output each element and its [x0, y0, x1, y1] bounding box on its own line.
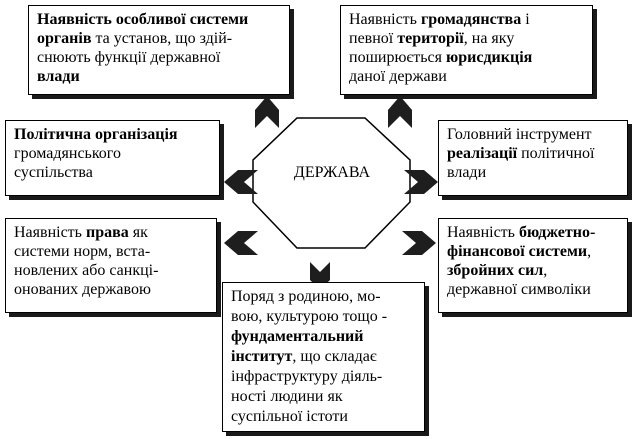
box-line: Наявність особливої системи [37, 10, 281, 29]
box-line: Політична організація [14, 125, 211, 144]
text-run: політичної [517, 145, 595, 162]
arrow-left-upper-icon [224, 170, 258, 194]
text-run: , що складає [292, 348, 377, 365]
text-run: Наявність [349, 11, 421, 28]
box-line: онованих державою [14, 280, 208, 299]
box-line: снюють функції державної [37, 48, 281, 67]
text-run: державної символіки [447, 281, 591, 298]
text-run: громадянства [420, 11, 522, 28]
box-line: влади [37, 67, 281, 86]
box-line: системи норм, вста- [14, 242, 208, 261]
text-run: системи [189, 11, 249, 28]
box-line: Головний інструмент [447, 125, 619, 144]
box-line: Наявність бюджетно- [447, 223, 619, 242]
box-line: збройних сил, [447, 261, 619, 280]
arrow-up-left-icon [255, 96, 279, 128]
box-line: суспільства [14, 163, 211, 182]
text-run: влади [447, 164, 487, 181]
text-run: вою, культурою тощо - [231, 308, 388, 325]
box-line: поширюється юрисдикція [349, 48, 584, 67]
box-line: Наявність права як [14, 223, 208, 242]
box-line: певної території, на яку [349, 29, 584, 48]
box-line: вою, культурою тощо - [231, 307, 416, 327]
text-run: Наявність [447, 224, 519, 241]
text-run: і [521, 11, 530, 28]
text-run: Політична організація [14, 126, 178, 143]
box-line: інститут, що складає [231, 347, 416, 367]
text-run: системи норм, вста- [14, 243, 151, 260]
arrow-up-right-icon [388, 96, 412, 128]
text-run: громадянського [14, 145, 121, 162]
box-line: фінансової системи, [447, 242, 619, 261]
text-run: органів [37, 30, 92, 47]
text-run: , [587, 243, 592, 260]
text-run: збройних сил [447, 262, 544, 279]
text-run: інфраструктуру діяль- [231, 368, 383, 385]
text-run: влади [37, 68, 80, 85]
text-run: суспільної істоти [231, 408, 348, 425]
box-line: органів та установ, що здій- [37, 29, 281, 48]
box-line: державної символіки [447, 280, 619, 299]
box-line: громадянського [14, 144, 211, 163]
box-line: Наявність громадянства і [349, 10, 584, 29]
text-run: даної держави [349, 68, 447, 85]
text-run: права [85, 224, 129, 241]
box-line: реалізації політичної [447, 144, 619, 163]
box-line: даної держави [349, 67, 584, 86]
text-run: суспільства [14, 164, 93, 181]
text-run: та установ, що здій- [91, 30, 233, 47]
text-run: Наявність особливої [37, 11, 190, 28]
arrow-right-upper-icon [404, 170, 438, 194]
box-line: інфраструктуру діяль- [231, 367, 416, 387]
center-label: ДЕРЖАВА [293, 164, 371, 181]
text-run: бюджетно- [518, 224, 596, 241]
box-line: Поряд з родиною, мо- [231, 287, 416, 307]
text-run: фінансової системи [447, 243, 588, 260]
text-run: снюють функції державної [37, 49, 221, 66]
text-run: території [397, 30, 464, 47]
arrow-right-lower-icon [402, 231, 436, 255]
box-line: влади [447, 163, 619, 182]
text-run: , на яку [463, 30, 515, 47]
text-run: інститут [231, 348, 293, 365]
text-run: ності людини як [231, 388, 343, 405]
text-run: юрисдикція [446, 49, 533, 66]
text-run: поширюється [349, 49, 447, 66]
text-run: реалізації [447, 145, 518, 162]
box-fundamental-institute: Поряд з родиною, мо-вою, культурою тощо … [222, 282, 425, 432]
text-run: Наявність [14, 224, 86, 241]
box-line: суспільної істоти [231, 407, 416, 427]
box-political-organization: Політична організація громадянського суспі… [5, 120, 220, 196]
text-run: фундаментальний [231, 328, 364, 345]
text-run: Головний інструмент [447, 126, 592, 143]
box-line: ності людини як [231, 387, 416, 407]
box-line: фундаментальний [231, 327, 416, 347]
text-run: як [128, 224, 148, 241]
arrow-left-lower-icon [224, 231, 258, 255]
box-budget-army-symbols: Наявність бюджетно-фінансової системи,зб… [438, 218, 628, 313]
text-run: , [543, 262, 548, 279]
text-run: Поряд з родиною, мо- [231, 288, 381, 305]
text-run: онованих державою [14, 281, 151, 298]
text-run: новлених або санкці- [14, 262, 159, 279]
box-line: новлених або санкці- [14, 261, 208, 280]
text-run: певної [349, 30, 398, 47]
